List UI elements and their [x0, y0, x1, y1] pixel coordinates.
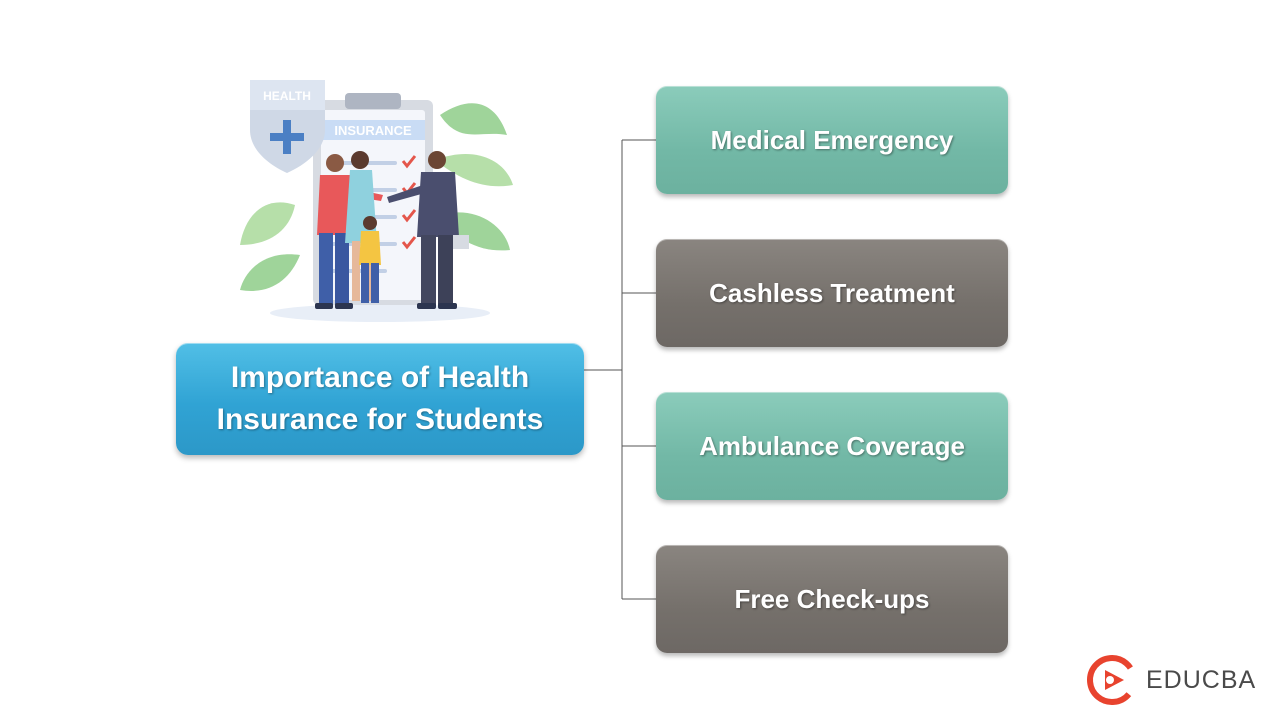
main-topic-title: Importance of Health Insurance for Stude… [216, 361, 544, 436]
branch-label: Cashless Treatment [709, 277, 955, 308]
health-insurance-illustration: INSURANCE HEALTH [235, 75, 525, 325]
agent-figure [387, 151, 469, 309]
branch-cashless-treatment: Cashless Treatment [656, 239, 1008, 347]
brand-name: EDUCBA [1146, 665, 1257, 694]
branch-free-check-ups: Free Check-ups [656, 545, 1008, 653]
branch-label: Medical Emergency [710, 124, 954, 155]
brand-logo: EDUCBA [1086, 655, 1256, 705]
shield-label: HEALTH [263, 89, 311, 103]
shield-icon [250, 80, 325, 173]
branch-medical-emergency: Medical Emergency [656, 86, 1008, 194]
leaf-decoration [240, 103, 513, 291]
clipboard-label: INSURANCE [334, 123, 412, 138]
child-figure [359, 216, 381, 303]
branch-label: Free Check-ups [734, 583, 930, 614]
main-topic-box: Importance of Health Insurance for Stude… [176, 343, 584, 455]
branch-label: Ambulance Coverage [699, 430, 965, 461]
educba-logo-icon [1087, 655, 1137, 705]
father-figure [315, 154, 383, 309]
branch-ambulance-coverage: Ambulance Coverage [656, 392, 1008, 500]
